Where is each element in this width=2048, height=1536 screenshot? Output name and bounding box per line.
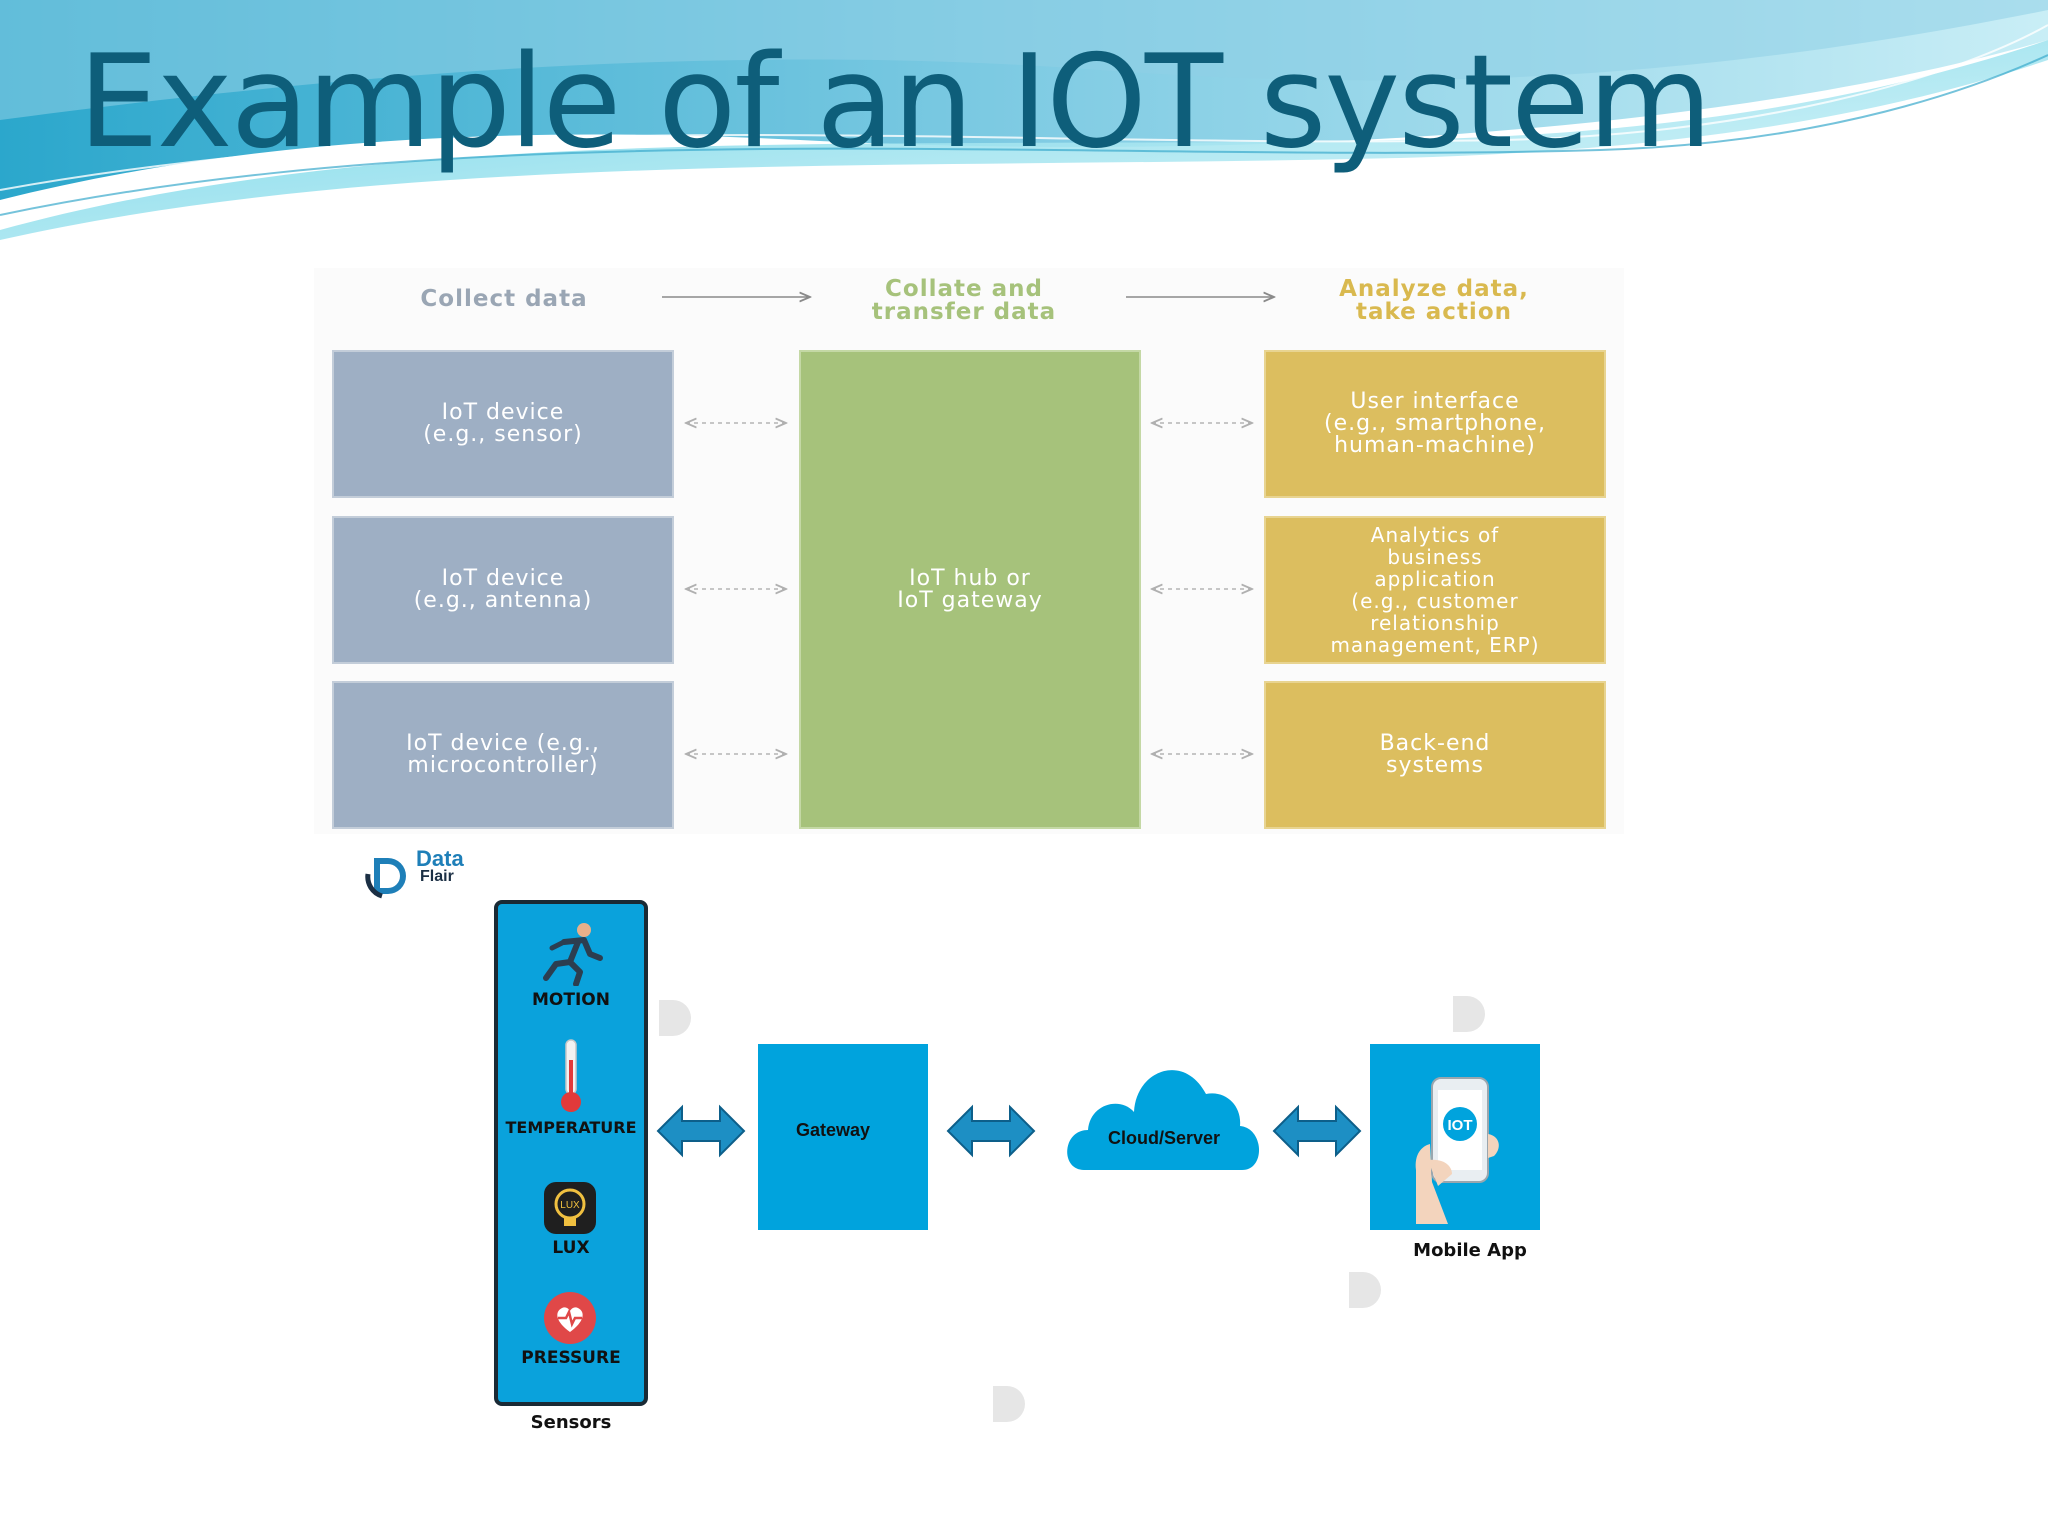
dataflair-logo-line2: Flair (420, 868, 454, 885)
iot-flow-diagram: Collect data Collate and transfer data A… (314, 268, 1624, 834)
header-wave-decoration (0, 0, 2048, 240)
mobile-app-caption: Mobile App (1413, 1240, 1527, 1261)
heading-collect-data: Collect data (420, 286, 588, 312)
flow-arrows (662, 268, 1624, 834)
watermark-logo (1453, 996, 1485, 1032)
cloud-server-label: Cloud/Server (1107, 1128, 1221, 1148)
iot-badge-text: IOT (1448, 1117, 1473, 1134)
heart-pressure-icon (544, 1292, 596, 1344)
gateway-label: Gateway (796, 1120, 871, 1140)
phone-in-hand-icon: IOT (1415, 1077, 1499, 1224)
sensor-label-lux: LUX (552, 1238, 590, 1258)
lightbulb-icon: LUX (544, 1182, 596, 1234)
sensor-label-pressure: PRESSURE (521, 1348, 621, 1368)
device-box-antenna: IoT device (e.g., antenna) (332, 516, 674, 664)
sensors-caption: Sensors (530, 1412, 612, 1433)
device-box-microcontroller: IoT device (e.g., microcontroller) (332, 681, 674, 829)
double-arrow-gateway-cloud (946, 1104, 1036, 1158)
runner-icon (543, 923, 603, 986)
double-arrow-cloud-mobile (1272, 1104, 1362, 1158)
sensor-label-motion: MOTION (532, 990, 610, 1010)
double-arrow-sensors-gateway (656, 1104, 746, 1158)
sensor-label-temperature: TEMPERATURE (505, 1118, 637, 1137)
gateway-box: Gateway (758, 1044, 928, 1230)
output-box-analytics: Analytics of business application (e.g.,… (1264, 516, 1606, 664)
cloud-server-icon (1067, 1070, 1260, 1170)
heading-collate-transfer: Collate and transfer data (871, 276, 1057, 325)
watermark-logo (993, 1386, 1025, 1422)
watermark-logo (659, 1000, 691, 1036)
dataflair-logo: Data Flair (364, 846, 484, 899)
slide-title: Example of an IOT system (78, 28, 1712, 177)
dataflair-logo-line1: Data (416, 846, 464, 871)
dataflair-logo-icon (365, 858, 406, 899)
output-box-user-interface: User interface (e.g., smartphone, human-… (1264, 350, 1606, 498)
mobile-app-box: IOT (1370, 1044, 1540, 1230)
hub-gateway-box: IoT hub or IoT gateway (799, 350, 1141, 829)
output-box-backend: Back-end systems (1264, 681, 1606, 829)
thermometer-icon (561, 1039, 581, 1112)
heading-analyze-action: Analyze data, take action (1339, 276, 1529, 325)
watermark-logo (1349, 1272, 1381, 1308)
lux-badge-text: LUX (560, 1200, 580, 1211)
device-box-sensor: IoT device (e.g., sensor) (332, 350, 674, 498)
sensors-panel: MOTION TEMPERATURE LUX LUX PRESSURE (494, 900, 648, 1406)
